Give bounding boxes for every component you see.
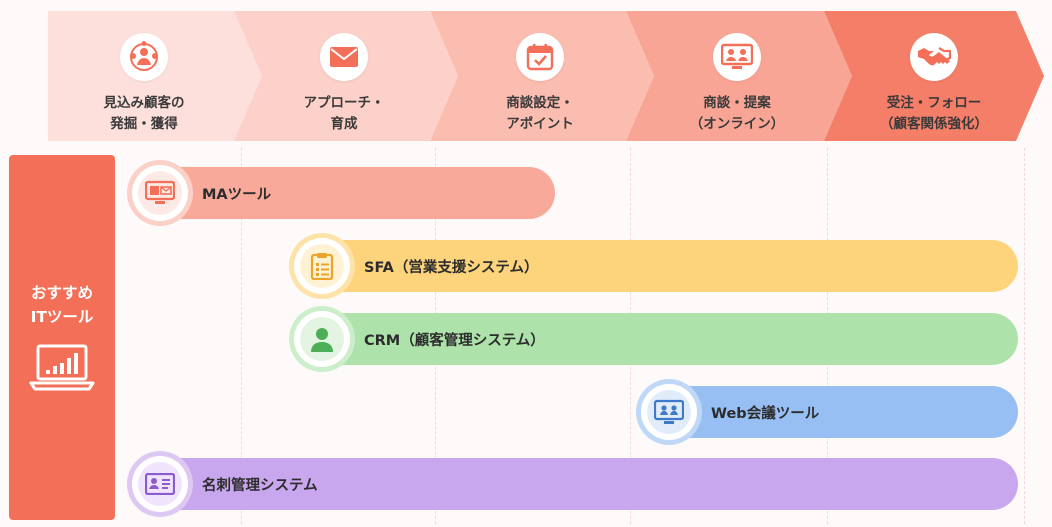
video-meeting-icon: [713, 33, 761, 81]
stage-order-follow: 受注・フォロー （顧客関係強化）: [824, 11, 1044, 141]
user-icon: [300, 317, 344, 361]
column-guide: [241, 148, 242, 524]
stage-appointment: 商談設定・ アポイント: [430, 11, 654, 141]
tool-bar-business-card: 名刺管理システム: [132, 456, 1018, 512]
stage-prospecting: 見込み顧客の 発掘・獲得: [48, 11, 262, 141]
clipboard-list-icon: [300, 244, 344, 288]
stage-label: 商談設定・ アポイント: [506, 95, 574, 132]
tool-icon-circle: [641, 384, 697, 440]
handshake-icon: [910, 33, 958, 81]
tool-name: 名刺管理システム: [202, 477, 318, 494]
tool-bar-web-meeting: Web会議ツール: [641, 384, 1018, 440]
recommended-tools-panel: おすすめ ITツール: [9, 155, 115, 520]
calendar-check-icon: [516, 33, 564, 81]
people-network-icon: [120, 33, 168, 81]
stage-nurturing: アプローチ・ 育成: [234, 11, 458, 141]
tool-name: Web会議ツール: [711, 405, 820, 422]
stage-label: 商談・提案 （オンライン）: [689, 95, 785, 132]
tool-icon-circle: [132, 456, 188, 512]
tool-icon-circle: [294, 311, 350, 367]
tool-icon-circle: [132, 165, 188, 221]
column-guide: [1024, 148, 1025, 524]
stage-online-proposal: 商談・提案 （オンライン）: [626, 11, 852, 141]
tool-bar-ma: MAツール: [132, 165, 555, 221]
tool-bar-sfa: SFA（営業支援システム）: [294, 238, 1018, 294]
sidebar-title-line1: おすすめ: [30, 283, 93, 302]
business-card-icon: [138, 462, 182, 506]
sidebar-title-line2: ITツール: [30, 307, 94, 326]
tool-name: CRM（顧客管理システム）: [364, 332, 545, 349]
monitor-mail-icon: [138, 171, 182, 215]
tool-icon-circle: [294, 238, 350, 294]
tool-bar-crm: CRM（顧客管理システム）: [294, 311, 1018, 367]
laptop-chart-icon: [29, 343, 95, 395]
video-conference-icon: [647, 390, 691, 434]
stage-label: 受注・フォロー （顧客関係強化）: [880, 95, 988, 132]
tool-name: SFA（営業支援システム）: [364, 259, 539, 276]
tool-name: MAツール: [202, 186, 272, 203]
envelope-icon: [320, 33, 368, 81]
stage-label: 見込み顧客の 発掘・獲得: [103, 95, 185, 132]
stage-label: アプローチ・ 育成: [303, 95, 385, 132]
